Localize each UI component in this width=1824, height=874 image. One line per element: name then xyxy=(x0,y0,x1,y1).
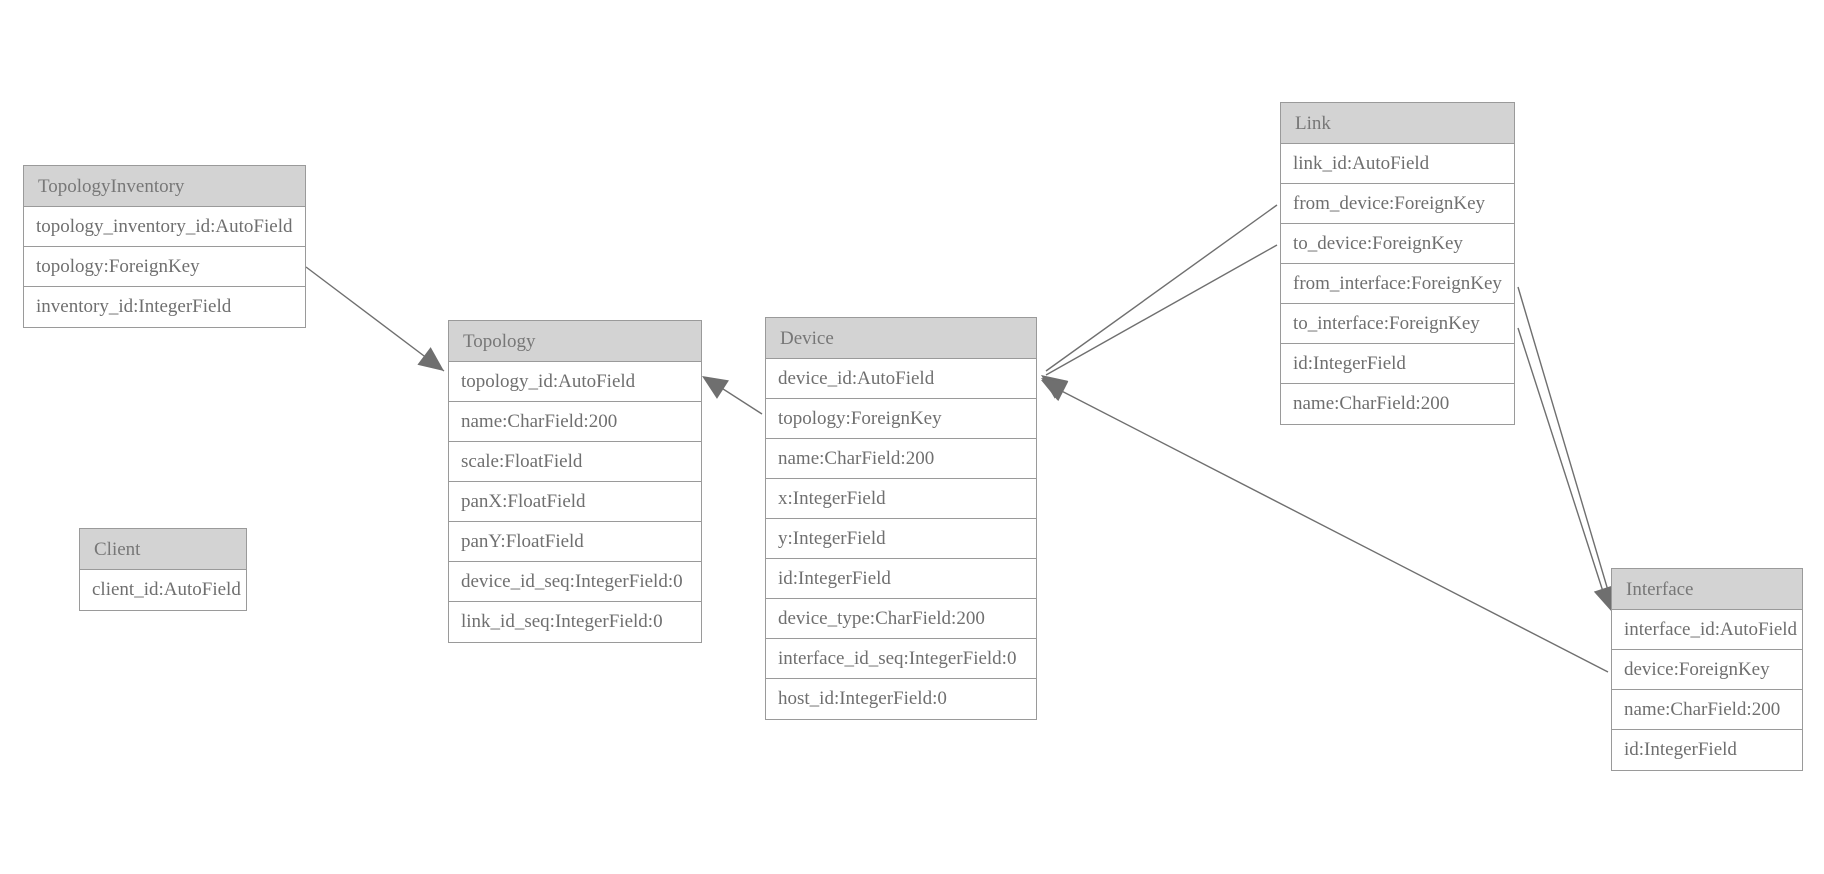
entity-field: x:IntegerField xyxy=(766,479,1036,519)
relationship-line xyxy=(1517,327,1608,605)
relationship-link-from-interface xyxy=(1517,286,1620,612)
entity-field: id:IntegerField xyxy=(766,559,1036,599)
entity-field: topology_inventory_id:AutoField xyxy=(24,207,305,247)
relationship-arrowhead xyxy=(417,347,444,371)
entity-title-topology: Topology xyxy=(449,321,701,362)
relationship-line xyxy=(1045,382,1609,673)
entity-title-client: Client xyxy=(80,529,246,570)
entity-field: interface_id:AutoField xyxy=(1612,610,1802,650)
relationship-arrowhead xyxy=(1041,380,1069,402)
entity-field: link_id_seq:IntegerField:0 xyxy=(449,602,701,642)
entity-field: name:CharField:200 xyxy=(1612,690,1802,730)
entity-field: device:ForeignKey xyxy=(1612,650,1802,690)
entity-field: id:IntegerField xyxy=(1612,730,1802,770)
entity-field: interface_id_seq:IntegerField:0 xyxy=(766,639,1036,679)
relationship-topologyinventory-topology xyxy=(305,266,445,372)
relationship-line xyxy=(1045,204,1278,372)
entity-field: name:CharField:200 xyxy=(449,402,701,442)
relationship-line xyxy=(705,377,763,415)
entity-field: id:IntegerField xyxy=(1281,344,1514,384)
entity-field: device_type:CharField:200 xyxy=(766,599,1036,639)
relationship-arrowhead xyxy=(1041,378,1069,401)
relationship-line xyxy=(1045,244,1278,376)
entity-field: client_id:AutoField xyxy=(80,570,246,610)
relationship-link-to-interface xyxy=(1517,327,1615,612)
entity-title-topology_inventory: TopologyInventory xyxy=(24,166,305,207)
entity-field: device_id:AutoField xyxy=(766,359,1036,399)
entity-field: from_device:ForeignKey xyxy=(1281,184,1514,224)
entity-field: topology_id:AutoField xyxy=(449,362,701,402)
relationship-arrowhead xyxy=(1041,375,1068,399)
entity-field: scale:FloatField xyxy=(449,442,701,482)
entity-title-link: Link xyxy=(1281,103,1514,144)
entity-field: panY:FloatField xyxy=(449,522,701,562)
entity-field: name:CharField:200 xyxy=(766,439,1036,479)
entity-field: y:IntegerField xyxy=(766,519,1036,559)
entity-field: from_interface:ForeignKey xyxy=(1281,264,1514,304)
entity-field: link_id:AutoField xyxy=(1281,144,1514,184)
entity-title-interface: Interface xyxy=(1612,569,1802,610)
relationship-device-topology xyxy=(702,376,763,415)
relationship-link-to-device xyxy=(1041,244,1278,401)
entity-field: panX:FloatField xyxy=(449,482,701,522)
entity-field: topology:ForeignKey xyxy=(766,399,1036,439)
entity-field: to_interface:ForeignKey xyxy=(1281,304,1514,344)
entity-field: inventory_id:IntegerField xyxy=(24,287,305,327)
entity-field: to_device:ForeignKey xyxy=(1281,224,1514,264)
entity-field: topology:ForeignKey xyxy=(24,247,305,287)
relationship-link-from-device xyxy=(1041,204,1278,399)
entity-field: name:CharField:200 xyxy=(1281,384,1514,424)
entity-title-device: Device xyxy=(766,318,1036,359)
relationship-line xyxy=(305,266,445,372)
entity-field: host_id:IntegerField:0 xyxy=(766,679,1036,719)
entity-field: device_id_seq:IntegerField:0 xyxy=(449,562,701,602)
relationship-line xyxy=(1517,286,1613,605)
